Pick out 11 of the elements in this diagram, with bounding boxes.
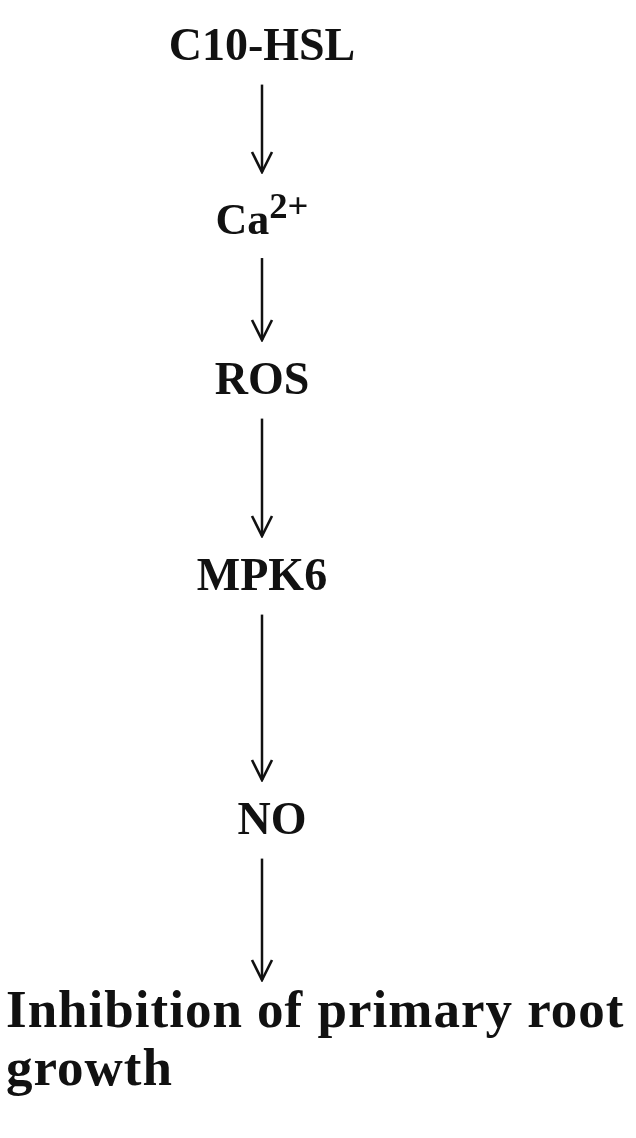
arrow bbox=[250, 418, 274, 538]
node-label: Ca$^{2+}$ bbox=[215, 186, 309, 245]
node-label: Inhibition of primary root growth bbox=[6, 980, 626, 1097]
arrow bbox=[250, 614, 274, 782]
node-label: C10-HSL bbox=[168, 20, 356, 71]
node-label: MPK6 bbox=[196, 550, 328, 601]
arrow bbox=[250, 84, 274, 174]
node-label: ROS bbox=[214, 354, 310, 405]
node-label: NO bbox=[237, 794, 307, 845]
arrow bbox=[250, 858, 274, 982]
arrow bbox=[250, 258, 274, 342]
